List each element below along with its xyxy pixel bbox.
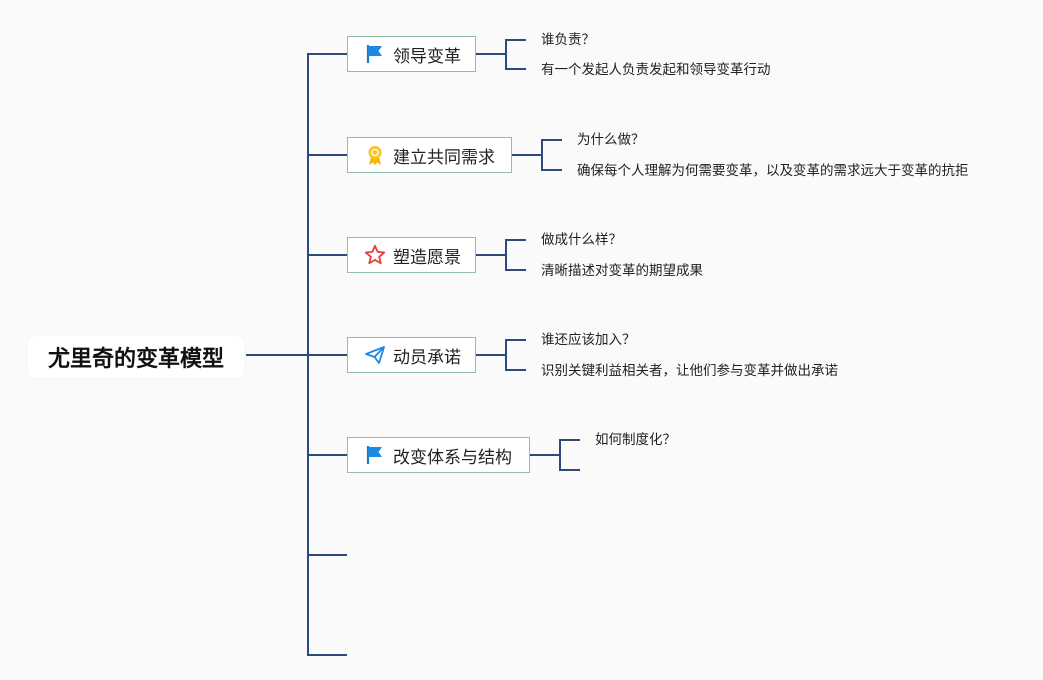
branch-label: 塑造愿景 <box>393 247 461 268</box>
detail-bracket-5 <box>530 439 580 471</box>
branch-label: 领导变革 <box>393 46 461 67</box>
detail-bracket-1 <box>476 39 526 70</box>
detail-bracket-2 <box>512 139 562 171</box>
detail-bracket-4 <box>476 339 526 371</box>
detail-text: 有一个发起人负责发起和领导变革行动 <box>541 62 771 78</box>
root-title: 尤里奇的变革模型 <box>47 347 224 372</box>
detail-text: 如何制度化？ <box>595 432 676 448</box>
branch-node-lead-change[interactable]: 领导变革 <box>347 36 476 72</box>
detail-text: 谁还应该加入？ <box>541 332 636 348</box>
branch-node-mobilize-commitment[interactable]: 动员承诺 <box>347 337 476 373</box>
star-icon <box>364 244 386 266</box>
branch-label: 动员承诺 <box>393 347 461 368</box>
detail-text: 确保每个人理解为何需要变革，以及变革的需求远大于变革的抗拒 <box>577 163 969 179</box>
branch-label: 改变体系与结构 <box>393 447 512 468</box>
root-topic[interactable]: 尤里奇的变革模型 <box>28 336 244 378</box>
detail-text: 谁负责？ <box>541 32 595 48</box>
detail-bracket-3 <box>476 239 526 271</box>
paper-plane-icon <box>364 344 386 366</box>
branch-label: 建立共同需求 <box>393 147 495 168</box>
branch-node-change-systems[interactable]: 改变体系与结构 <box>347 437 530 473</box>
branch-node-shape-vision[interactable]: 塑造愿景 <box>347 237 476 273</box>
blue-flag-icon <box>364 43 386 65</box>
detail-text: 为什么做？ <box>577 132 645 148</box>
detail-text: 识别关键利益相关者，让他们参与变革并做出承诺 <box>541 363 838 379</box>
award-ribbon-icon <box>364 144 386 166</box>
detail-text: 做成什么样？ <box>541 232 622 248</box>
blue-flag-icon <box>364 444 386 466</box>
detail-text: 清晰描述对变革的期望成果 <box>541 263 703 279</box>
branch-node-shared-need[interactable]: 建立共同需求 <box>347 137 512 173</box>
